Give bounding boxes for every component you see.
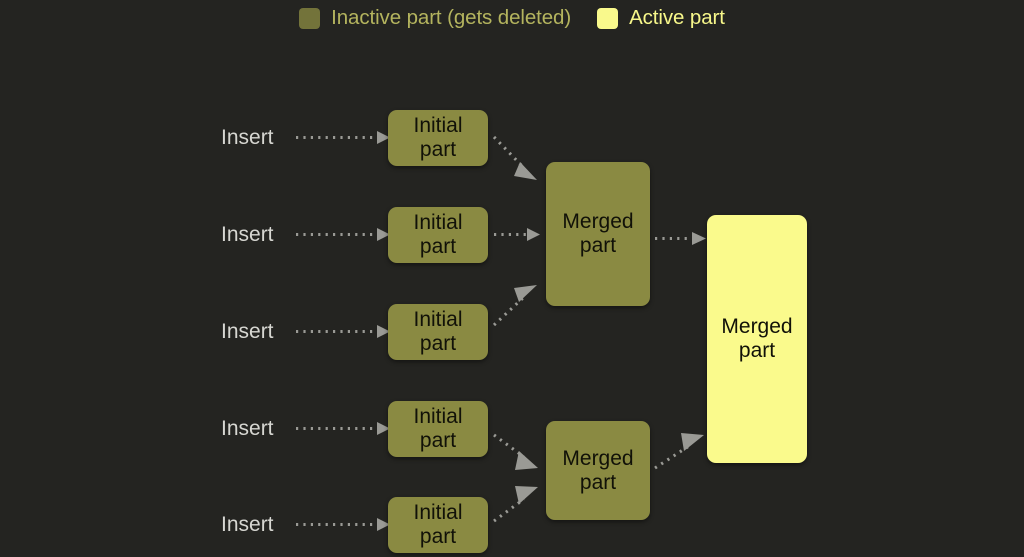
arrow-insert-to-initial-1 — [296, 131, 390, 144]
active-merged-part-line2: part — [738, 339, 776, 362]
arrow-initial-4-to-merged-bottom — [493, 433, 538, 470]
initial-part-node-3[interactable]: Initial part — [388, 304, 488, 360]
initial-part-line2: part — [419, 525, 457, 548]
initial-part-line1: Initial — [413, 501, 463, 525]
insert-label-3: Insert — [221, 320, 274, 343]
merged-part-line1: Merged — [562, 210, 634, 234]
merged-part-node-bottom[interactable]: Merged part — [546, 421, 650, 520]
arrow-initial-2-to-merged-top — [494, 228, 540, 241]
active-merged-part-node[interactable]: Merged part — [707, 215, 807, 463]
inactive-part-swatch-icon — [299, 8, 321, 29]
legend-label-active: Active part — [629, 6, 725, 30]
arrow-insert-to-initial-4 — [296, 422, 390, 435]
arrow-insert-to-initial-3 — [296, 325, 390, 338]
merged-part-node-top[interactable]: Merged part — [546, 162, 650, 306]
insert-label-5: Insert — [221, 513, 274, 536]
active-merged-part-label: Merged part — [717, 315, 796, 362]
active-merged-part-line1: Merged — [721, 315, 793, 339]
insert-label-2: Insert — [221, 223, 274, 246]
arrow-insert-to-initial-2 — [296, 228, 390, 241]
legend-label-inactive: Inactive part (gets deleted) — [331, 6, 572, 30]
initial-part-node-5[interactable]: Initial part — [388, 497, 488, 553]
arrow-merged-top-to-final — [655, 232, 706, 245]
initial-part-label-1: Initial part — [409, 114, 466, 161]
initial-part-label-4: Initial part — [409, 405, 466, 452]
arrow-initial-5-to-merged-bottom — [493, 486, 538, 523]
initial-part-line1: Initial — [413, 405, 463, 429]
insert-label-1: Insert — [221, 126, 274, 149]
initial-part-line2: part — [419, 235, 457, 258]
merged-part-line2: part — [579, 234, 617, 257]
arrow-insert-to-initial-5 — [296, 518, 390, 531]
initial-part-label-2: Initial part — [409, 211, 466, 258]
legend-item-inactive: Inactive part (gets deleted) — [299, 8, 571, 29]
initial-part-node-4[interactable]: Initial part — [388, 401, 488, 457]
initial-part-line2: part — [419, 138, 457, 161]
insert-label-4: Insert — [221, 417, 274, 440]
merged-part-line2: part — [579, 470, 617, 494]
initial-part-line1: Initial — [413, 308, 463, 332]
initial-part-line2: part — [419, 332, 457, 355]
initial-part-line2: part — [419, 429, 457, 452]
initial-part-line1: Initial — [413, 211, 463, 235]
arrow-initial-3-to-merged-top — [492, 285, 537, 327]
legend: Inactive part (gets deleted) Active part — [0, 8, 1024, 29]
merged-part-label-bottom: Merged part — [558, 447, 637, 494]
initial-part-node-1[interactable]: Initial part — [388, 110, 488, 166]
initial-part-label-3: Initial part — [409, 308, 466, 355]
merged-part-label-top: Merged part — [558, 210, 637, 257]
arrow-merged-bottom-to-final — [654, 433, 704, 470]
initial-part-line1: Initial — [413, 114, 463, 138]
arrow-initial-1-to-merged-top — [492, 135, 537, 180]
legend-item-active: Active part — [597, 8, 725, 29]
initial-part-label-5: Initial part — [409, 501, 466, 548]
merged-part-line1: Merged — [562, 446, 634, 470]
active-part-swatch-icon — [597, 8, 619, 29]
initial-part-node-2[interactable]: Initial part — [388, 207, 488, 263]
